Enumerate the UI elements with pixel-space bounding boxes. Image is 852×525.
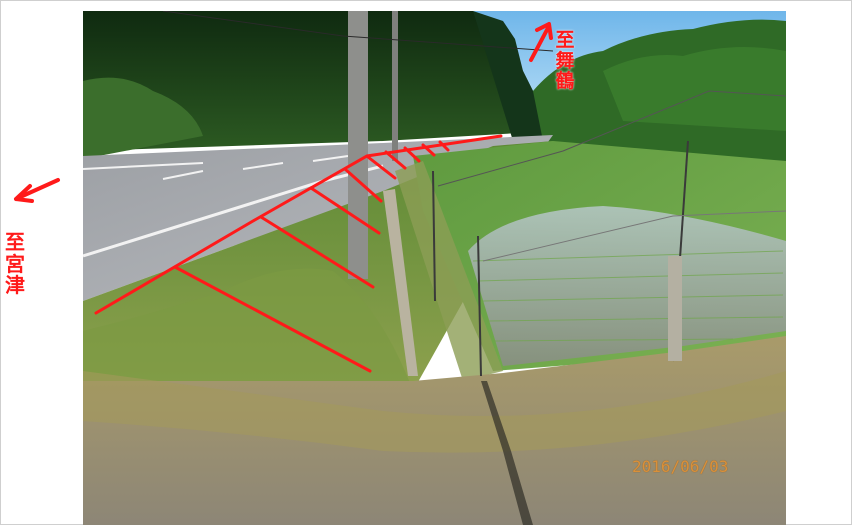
top-label-char-2: 舞 [555,49,575,72]
forest-left [83,11,553,151]
arrow-up-right-icon [529,22,553,62]
side-ditch [383,189,418,376]
date-stamp: 2016/06/03 [632,457,729,476]
top-label-char-3: 鶴 [555,70,575,93]
top-label-char-1: 至 [555,29,575,51]
arrow-down-left-icon [14,178,60,203]
left-label-char-3: 津 [5,273,25,298]
photo-scene [83,11,786,525]
left-label-char-1: 至 [5,230,25,254]
utility-pole [348,11,368,279]
left-label-char-2: 宮 [5,251,25,276]
roadside-slope-photo [83,11,786,525]
direction-label-miyazu: 至 宮 津 [2,230,28,298]
slope-hatch-annotation [94,134,503,373]
direction-label-maizuru: 至 舞 鶴 [553,30,577,92]
